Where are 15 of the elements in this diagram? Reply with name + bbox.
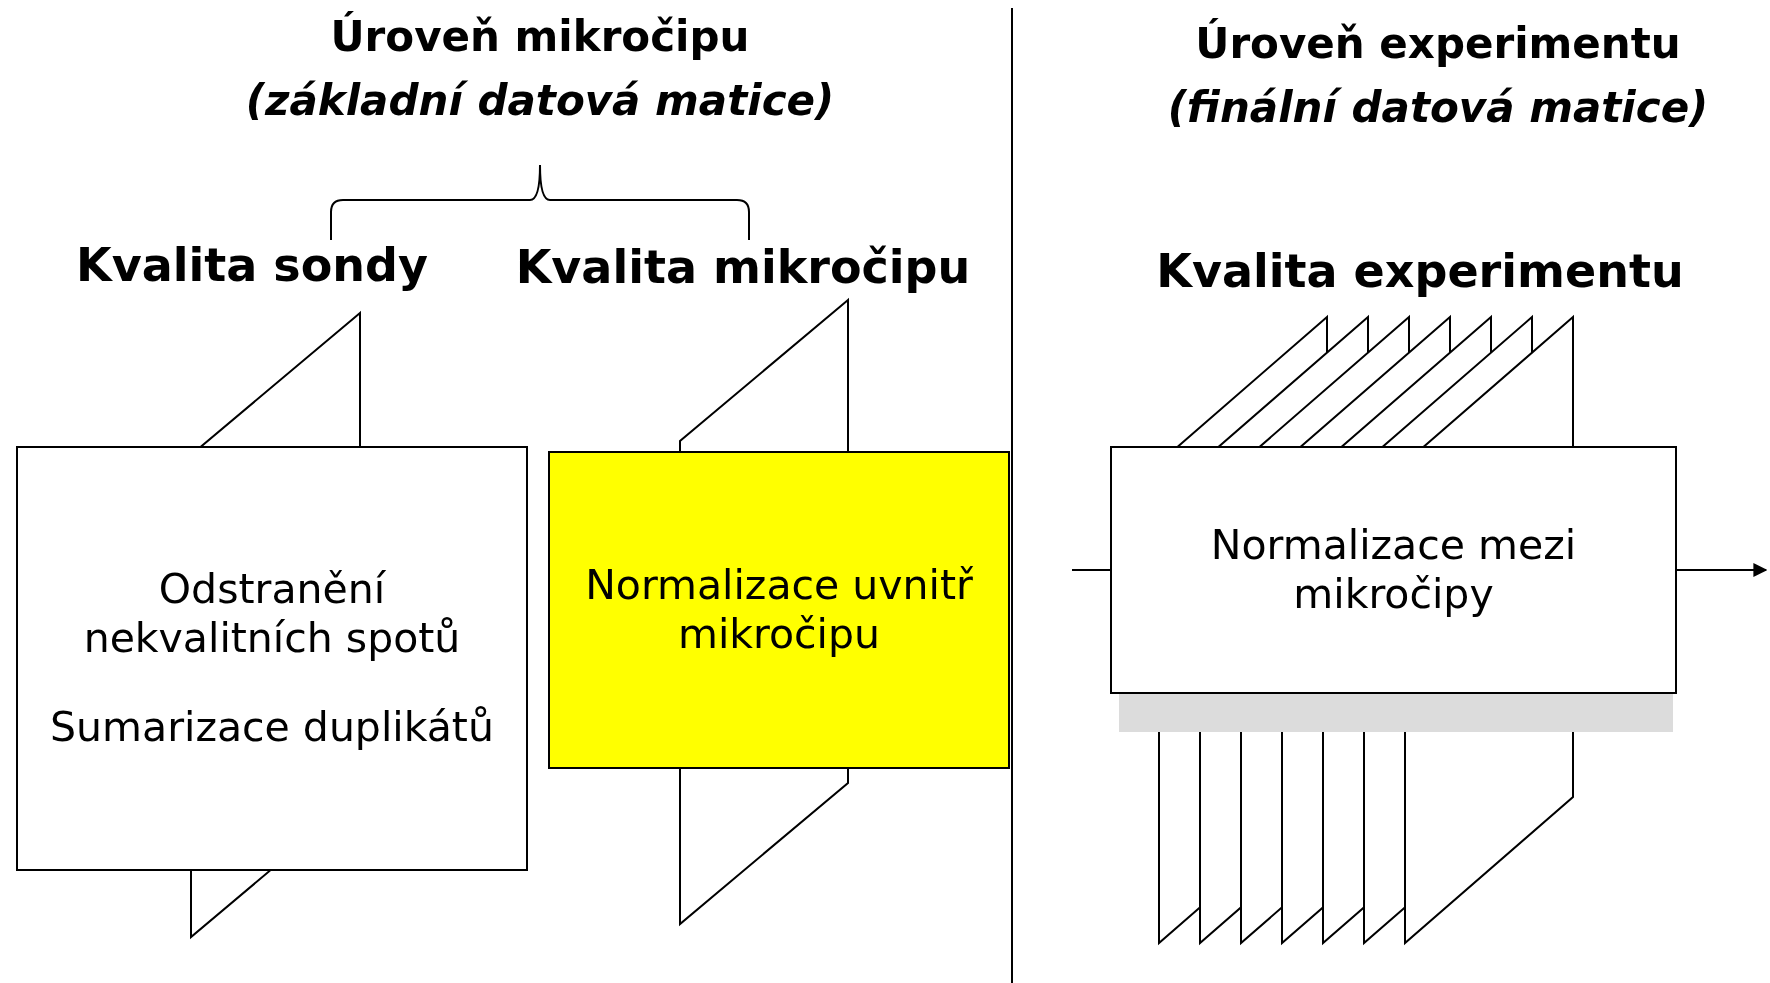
heading: Úroveň experimentu: [1195, 19, 1681, 68]
column-heading: Kvalita experimentu: [1156, 244, 1684, 298]
heading: (základní datová matice): [245, 76, 835, 125]
column-heading: Kvalita mikročipu: [515, 240, 971, 294]
box-text: Normalizace uvnitř mikročipu: [584, 560, 974, 660]
process-box: [1110, 446, 1677, 694]
process-box: [548, 451, 1010, 769]
box-text: Odstranění nekvalitních spotů: [82, 564, 462, 664]
connector-line: [1071, 569, 1111, 571]
column-heading: Kvalita sondy: [76, 238, 428, 292]
box-text: Sumarizace duplikátů: [50, 703, 494, 753]
box-text: Normalizace mezi mikročipy: [1209, 520, 1578, 620]
heading: Úroveň mikročipu: [330, 12, 750, 61]
arrow: [1676, 563, 1768, 577]
heading: (finální datová matice): [1167, 83, 1709, 132]
